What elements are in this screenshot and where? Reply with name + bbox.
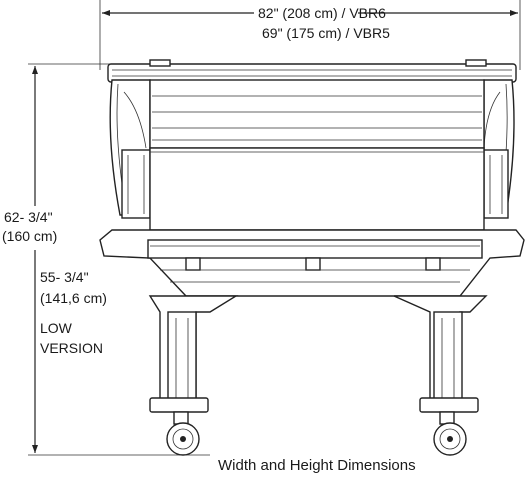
diagram-caption: Width and Height Dimensions xyxy=(218,457,416,474)
width-label-vbr6: 82" (208 cm) / VBR6 xyxy=(258,5,386,21)
right-leg xyxy=(393,295,488,413)
height-label-full: 62- 3/4" xyxy=(4,209,53,225)
height-label-full-metric: (160 cm) xyxy=(2,228,57,244)
height-label-low: 55- 3/4" xyxy=(40,269,89,285)
display-case-upper xyxy=(107,59,517,231)
width-label-vbr5: 69" (175 cm) / VBR5 xyxy=(262,25,390,41)
height-label-low-metric: (141,6 cm) xyxy=(40,290,107,306)
left-caster-wheel xyxy=(166,411,200,456)
width-dimension-line xyxy=(99,0,521,70)
right-caster-wheel xyxy=(433,411,467,456)
low-version-label-2: VERSION xyxy=(40,340,103,356)
display-case-base xyxy=(99,229,525,297)
low-version-label: LOW xyxy=(40,320,73,336)
left-leg xyxy=(148,295,239,413)
